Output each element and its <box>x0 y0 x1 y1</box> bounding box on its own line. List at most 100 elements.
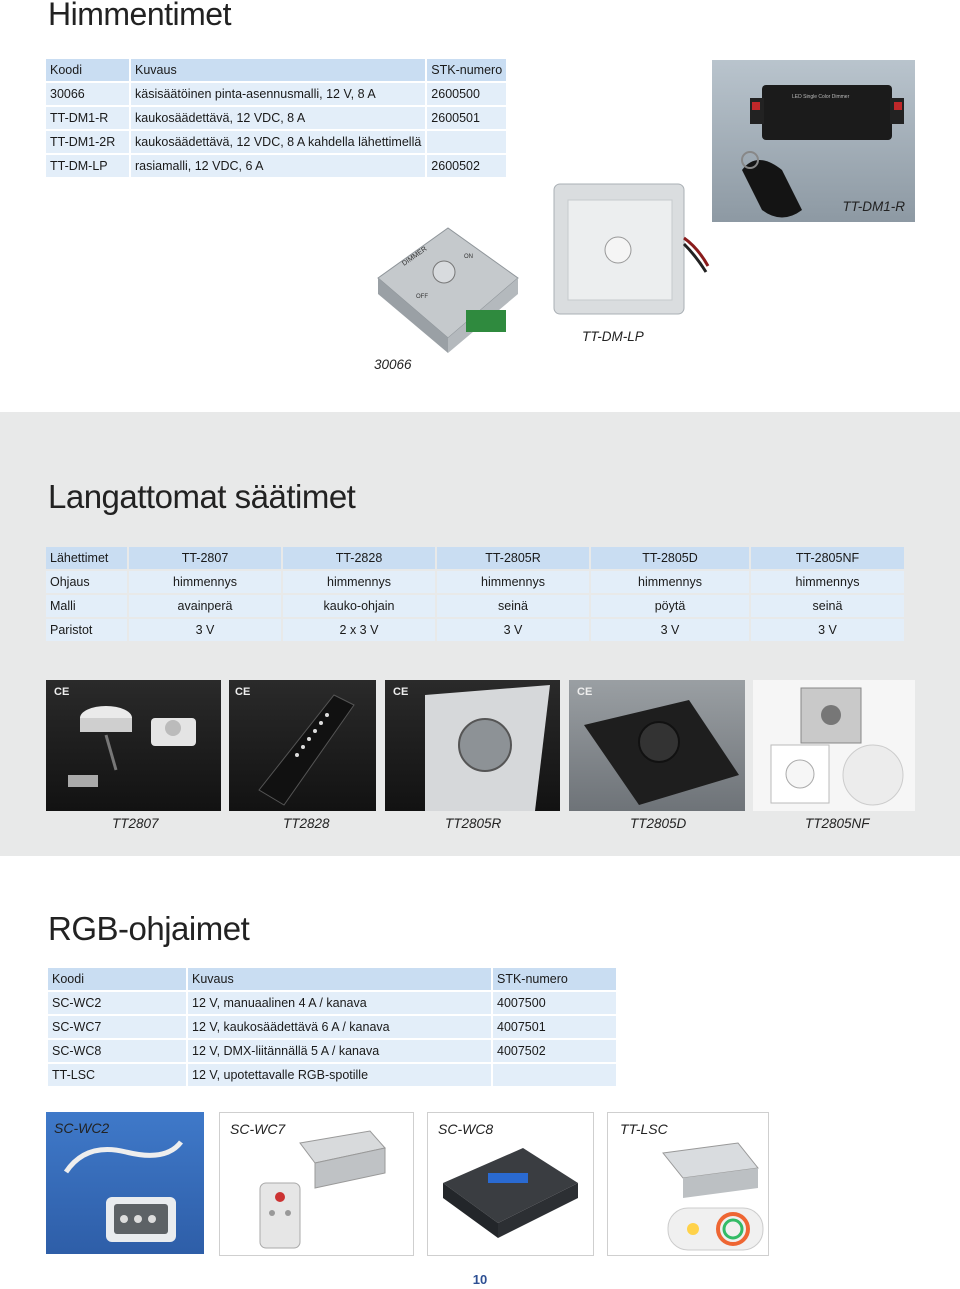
value-cell: avainperä <box>129 595 281 617</box>
remote-dimmer-photo: LED Single Color Dimmer TT-DM1-R <box>712 60 915 222</box>
table-header-row: Koodi Kuvaus STK-numero <box>46 59 507 81</box>
tt2805r-illustration <box>425 685 550 811</box>
header-cell: Koodi <box>48 968 186 990</box>
caption-tt2805nf: TT2805NF <box>805 816 870 831</box>
table-row: TT-LSC 12 V, upotettavalle RGB-spotille <box>48 1064 616 1086</box>
stk-cell: 4007502 <box>493 1040 616 1062</box>
stk-cell <box>427 131 507 153</box>
header-cell: Kuvaus <box>131 59 426 81</box>
model-cell: TT-2807 <box>129 547 281 569</box>
description-cell: käsisäätöinen pinta-asennusmalli, 12 V, … <box>131 83 426 105</box>
tt-lsc-illustration <box>662 1142 764 1251</box>
description-cell: 12 V, DMX-liitännällä 5 A / kanava <box>188 1040 491 1062</box>
tt2805nf-illustration <box>770 687 904 806</box>
row-label: Malli <box>46 595 127 617</box>
value-cell: 3 V <box>591 619 749 641</box>
manual-dimmer-photo: DIMMER OFF ON <box>377 227 519 353</box>
stk-cell <box>493 1064 616 1086</box>
sc-wc8-illustration <box>443 1148 578 1238</box>
header-cell: Kuvaus <box>188 968 491 990</box>
value-cell: himmennys <box>283 571 435 593</box>
caption-tt2807: TT2807 <box>112 816 159 831</box>
tt2828-photo: CE <box>229 680 376 811</box>
box-dimmer-photo <box>553 183 710 315</box>
description-cell: 12 V, upotettavalle RGB-spotille <box>188 1064 491 1086</box>
table-row: Paristot 3 V 2 x 3 V 3 V 3 V 3 V <box>46 619 904 641</box>
code-cell: TT-DM-LP <box>46 155 129 177</box>
code-cell: SC-WC8 <box>48 1040 186 1062</box>
stk-cell: 4007501 <box>493 1016 616 1038</box>
sc-wc7-photo: SC-WC7 <box>219 1112 414 1256</box>
description-cell: 12 V, manuaalinen 4 A / kanava <box>188 992 491 1014</box>
caption-sc-wc7: SC-WC7 <box>230 1121 286 1137</box>
tt2805d-illustration <box>584 700 739 805</box>
value-cell: 3 V <box>751 619 904 641</box>
value-cell: kauko-ohjain <box>283 595 435 617</box>
off-print: OFF <box>416 294 428 300</box>
caption-manual-dimmer: 30066 <box>374 357 412 372</box>
section-title-rgb: RGB-ohjaimet <box>48 910 250 947</box>
table-row: Malli avainperä kauko-ohjain seinä pöytä… <box>46 595 904 617</box>
description-cell: 12 V, kaukosäädettävä 6 A / kanava <box>188 1016 491 1038</box>
stk-cell: 2600500 <box>427 83 507 105</box>
description-cell: kaukosäädettävä, 12 VDC, 8 A <box>131 107 426 129</box>
stk-cell: 2600502 <box>427 155 507 177</box>
header-cell: STK-numero <box>427 59 507 81</box>
ce-mark: CE <box>577 686 593 698</box>
code-cell: TT-LSC <box>48 1064 186 1086</box>
sc-wc2-illustration <box>63 1140 183 1242</box>
tt2805nf-photo <box>753 680 915 811</box>
value-cell: himmennys <box>437 571 589 593</box>
value-cell: 2 x 3 V <box>283 619 435 641</box>
row-label: Paristot <box>46 619 127 641</box>
value-cell: pöytä <box>591 595 749 617</box>
on-print: ON <box>464 254 473 260</box>
model-cell: TT-2805R <box>437 547 589 569</box>
wireless-table: Lähettimet TT-2807 TT-2828 TT-2805R TT-2… <box>44 545 906 643</box>
code-cell: SC-WC2 <box>48 992 186 1014</box>
page-number: 10 <box>472 1272 488 1287</box>
value-cell: seinä <box>437 595 589 617</box>
model-cell: TT-2805D <box>591 547 749 569</box>
value-cell: himmennys <box>751 571 904 593</box>
sc-wc8-photo: SC-WC8 <box>427 1112 594 1256</box>
caption-sc-wc2: SC-WC2 <box>54 1120 110 1136</box>
tt2807-illustration <box>68 706 196 787</box>
caption-tt-lsc: TT-LSC <box>620 1121 668 1137</box>
tt2828-illustration <box>258 694 355 806</box>
table-header-row: Koodi Kuvaus STK-numero <box>48 968 616 990</box>
code-cell: SC-WC7 <box>48 1016 186 1038</box>
caption-remote-dimmer: TT-DM1-R <box>842 199 906 214</box>
caption-sc-wc8: SC-WC8 <box>438 1121 494 1137</box>
code-cell: TT-DM1-2R <box>46 131 129 153</box>
stk-cell: 2600501 <box>427 107 507 129</box>
table-row: SC-WC8 12 V, DMX-liitännällä 5 A / kanav… <box>48 1040 616 1062</box>
table-row: TT-DM1-R kaukosäädettävä, 12 VDC, 8 A 26… <box>46 107 507 129</box>
stk-cell: 4007500 <box>493 992 616 1014</box>
value-cell: himmennys <box>591 571 749 593</box>
model-cell: TT-2828 <box>283 547 435 569</box>
code-cell: 30066 <box>46 83 129 105</box>
header-cell: STK-numero <box>493 968 616 990</box>
led-unit-label: LED Single Color Dimmer <box>792 94 850 100</box>
remote-dimmer-illustration: LED Single Color Dimmer <box>741 85 904 218</box>
caption-box-dimmer: TT-DM-LP <box>582 329 644 344</box>
section-title-dimmers: Himmentimet <box>48 0 231 32</box>
ce-mark: CE <box>235 686 251 698</box>
dimmers-table: Koodi Kuvaus STK-numero 30066 käsisäätöi… <box>44 57 508 179</box>
table-row: SC-WC7 12 V, kaukosäädettävä 6 A / kanav… <box>48 1016 616 1038</box>
row-label: Lähettimet <box>46 547 127 569</box>
code-cell: TT-DM1-R <box>46 107 129 129</box>
sc-wc7-illustration <box>259 1130 386 1249</box>
caption-tt2805r: TT2805R <box>445 816 502 831</box>
rgb-table: Koodi Kuvaus STK-numero SC-WC2 12 V, man… <box>46 966 618 1088</box>
tt2805d-photo: CE <box>569 680 745 811</box>
ce-mark: CE <box>54 686 70 698</box>
row-label: Ohjaus <box>46 571 127 593</box>
value-cell: 3 V <box>437 619 589 641</box>
table-row: Ohjaus himmennys himmennys himmennys him… <box>46 571 904 593</box>
value-cell: 3 V <box>129 619 281 641</box>
model-cell: TT-2805NF <box>751 547 904 569</box>
value-cell: himmennys <box>129 571 281 593</box>
table-row: TT-DM1-2R kaukosäädettävä, 12 VDC, 8 A k… <box>46 131 507 153</box>
